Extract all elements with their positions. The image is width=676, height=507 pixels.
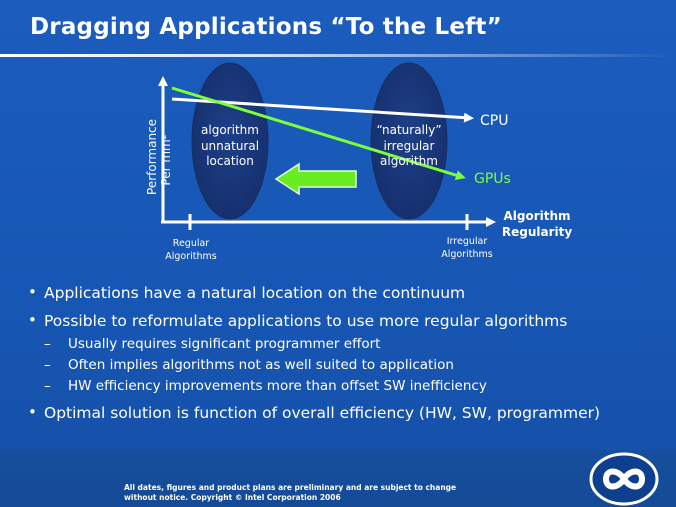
bullet-dot-icon: •	[28, 403, 37, 421]
bullet-item: • Possible to reformulate applications t…	[28, 311, 673, 330]
sub-bullet-text: Usually requires significant programmer …	[68, 336, 381, 352]
series-label-gpus: GPUs	[474, 171, 511, 187]
drag-left-arrow	[274, 162, 357, 196]
x-axis-label: Algorithm Regularity	[501, 209, 573, 239]
ellipse-naturally-irregular	[370, 62, 448, 220]
bullet-dot-icon: •	[28, 283, 37, 301]
infinity-logo-icon	[589, 452, 659, 506]
bullet-text: Applications have a natural location on …	[44, 284, 466, 302]
regularity-diagram	[158, 62, 496, 230]
bullet-dot-icon: •	[28, 311, 37, 329]
bullet-item: • Optimal solution is function of overal…	[28, 403, 673, 422]
bullet-list: • Applications have a natural location o…	[28, 283, 673, 432]
title-underline	[0, 54, 676, 57]
sub-bullet-dash-icon: –	[44, 378, 51, 394]
sub-bullet-item: – Usually requires significant programme…	[28, 336, 673, 352]
bullet-text: Optimal solution is function of overall …	[44, 404, 601, 422]
tick-label-regular: Regular Algorithms	[165, 238, 217, 262]
bullet-item: • Applications have a natural location o…	[28, 283, 673, 302]
slide-title: Dragging Applications “To the Left”	[30, 14, 502, 40]
sub-bullet-text: HW efficiency improvements more than off…	[68, 378, 487, 394]
series-label-cpu: CPU	[480, 113, 509, 129]
gpu-line	[171, 86, 466, 181]
y-axis-label: Performance Per mm²	[145, 118, 173, 195]
tick-label-irregular: Irregular Algorithms	[441, 236, 493, 260]
ellipse-right-label: “naturally” irregular algorithm	[376, 123, 442, 168]
footer-band	[0, 450, 676, 507]
bullet-text: Possible to reformulate applications to …	[44, 312, 568, 330]
sub-bullet-dash-icon: –	[44, 336, 51, 352]
sub-bullet-item: – HW efficiency improvements more than o…	[28, 378, 673, 394]
sub-bullet-text: Often implies algorithms not as well sui…	[68, 357, 454, 373]
ellipse-left-label: algorithm unnatural location	[200, 123, 260, 168]
footer-disclaimer: All dates, figures and product plans are…	[124, 483, 457, 502]
sub-bullet-item: – Often implies algorithms not as well s…	[28, 357, 673, 373]
sub-bullet-dash-icon: –	[44, 357, 51, 373]
